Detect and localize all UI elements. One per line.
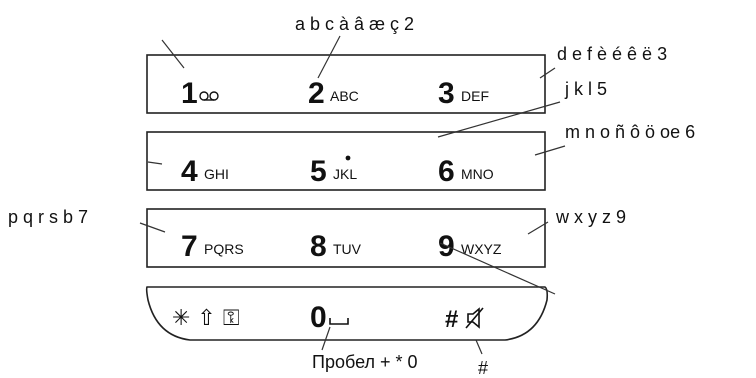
key-7-digit: 7 xyxy=(181,230,198,263)
key-2[interactable]: 2 ABC xyxy=(308,77,359,110)
key-6-letters: MNO xyxy=(461,166,494,182)
key-3-digit: 3 xyxy=(438,77,455,110)
key-8-digit: 8 xyxy=(310,230,327,263)
key-8[interactable]: 8 TUV xyxy=(310,230,362,263)
key-7-letters: PQRS xyxy=(204,241,244,257)
keypad-row-1 xyxy=(146,54,546,114)
voicemail-icon xyxy=(199,91,219,101)
key-9-digit: 9 xyxy=(438,230,455,263)
key-9[interactable]: 9 WXYZ xyxy=(438,230,502,263)
leader-lines xyxy=(139,35,566,355)
key-6-digit: 6 xyxy=(438,155,455,188)
callout-hash: # xyxy=(478,358,488,378)
keypad-row-3 xyxy=(146,208,546,268)
keypad-row-bottom xyxy=(145,286,549,341)
callout-key-6: m n o ñ ô ö oe 6 xyxy=(565,122,695,142)
hash-key-symbol: # xyxy=(445,306,458,333)
key-8-letters: TUV xyxy=(333,241,362,257)
star-key-symbols: ✳ ⇧ ⚿ xyxy=(172,306,240,331)
callout-key-3: d e f è é ê ë 3 xyxy=(557,44,667,64)
key-hash[interactable]: # xyxy=(445,306,484,333)
key-4-digit: 4 xyxy=(181,155,198,188)
key-7[interactable]: 7 PQRS xyxy=(181,230,244,263)
key-5[interactable]: 5 JKL xyxy=(310,155,357,188)
callout-key-9: w x y z 9 xyxy=(555,207,626,227)
key-4-letters: GHI xyxy=(204,166,229,182)
key-star[interactable]: ✳ ⇧ ⚿ xyxy=(172,306,240,331)
key-2-digit: 2 xyxy=(308,77,325,110)
key-0[interactable]: 0 xyxy=(310,301,349,334)
callout-key-0: Пробел + * 0 xyxy=(312,352,418,372)
keypad-row-2 xyxy=(146,131,546,191)
key-2-letters: ABC xyxy=(330,88,359,104)
key-1[interactable]: 1 xyxy=(181,77,219,110)
key-0-digit: 0 xyxy=(310,301,327,334)
key-6[interactable]: 6 MNO xyxy=(438,155,494,188)
callout-key-2: a b c à â æ ç 2 xyxy=(295,14,414,34)
key-5-letters: JKL xyxy=(333,166,357,182)
key-9-letters: WXYZ xyxy=(461,241,502,257)
tactile-dot-icon xyxy=(345,155,351,161)
space-icon xyxy=(329,318,349,325)
key-1-digit: 1 xyxy=(181,77,198,110)
key-4[interactable]: 4 GHI xyxy=(181,155,229,188)
callout-key-7: p q r s b 7 xyxy=(8,207,88,227)
key-3[interactable]: 3 DEF xyxy=(438,77,489,110)
key-5-digit: 5 xyxy=(310,155,327,188)
mute-icon xyxy=(465,307,484,329)
callout-key-5: j k l 5 xyxy=(564,79,607,99)
key-3-letters: DEF xyxy=(461,88,489,104)
